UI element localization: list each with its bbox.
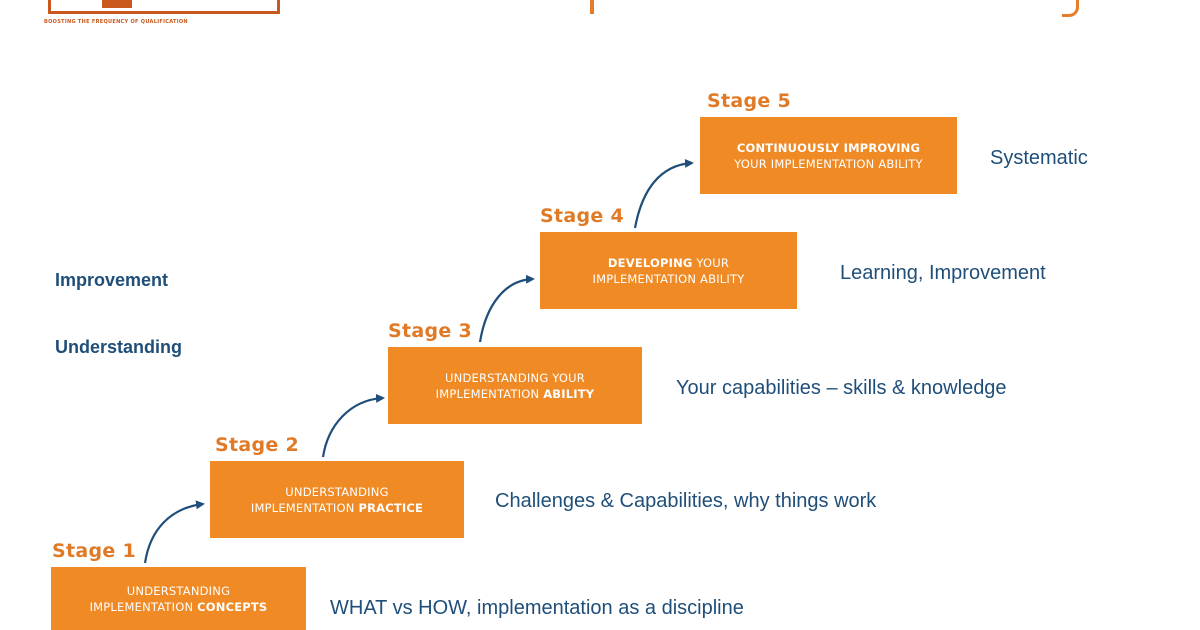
stage-2-description: Challenges & Capabilities, why things wo… xyxy=(495,490,877,512)
stage-2-box-line2: IMPLEMENTATION xyxy=(250,500,359,515)
stage-1-box-keyword: CONCEPTS xyxy=(197,599,268,614)
stage-3-box-line1: UNDERSTANDING YOUR xyxy=(445,370,585,385)
stage-5-box-keyword: CONTINUOUSLY IMPROVING xyxy=(736,140,921,155)
stage-3-box: UNDERSTANDING YOUR IMPLEMENTATION ABILIT… xyxy=(388,347,642,424)
stage-1-description: WHAT vs HOW, implementation as a discipl… xyxy=(330,597,744,619)
curved-arrow-icon xyxy=(321,393,385,458)
stage-3-description: Your capabilities – skills & knowledge xyxy=(676,377,1007,399)
stage-2-box: UNDERSTANDING IMPLEMENTATION PRACTICE xyxy=(210,461,464,538)
stage-5-box-line2: YOUR IMPLEMENTATION ABILITY xyxy=(734,156,923,171)
curved-arrow-icon xyxy=(478,274,535,343)
stage-4-description: Learning, Improvement xyxy=(840,262,1046,284)
stage-4-label: Stage 4 xyxy=(540,205,625,227)
stage-4-box: DEVELOPING YOUR IMPLEMENTATION ABILITY xyxy=(540,232,797,309)
stage-2-box-line1: UNDERSTANDING xyxy=(285,484,389,499)
stage-4-box-line1: YOUR xyxy=(692,255,730,270)
stage-3-box-line2: IMPLEMENTATION xyxy=(435,386,544,401)
side-label-improvement: Improvement xyxy=(55,270,169,290)
stage-5-box: CONTINUOUSLY IMPROVING YOUR IMPLEMENTATI… xyxy=(700,117,957,194)
stage-1-box: UNDERSTANDING IMPLEMENTATION CONCEPTS xyxy=(51,567,306,630)
stage-1-box-line1: UNDERSTANDING xyxy=(126,583,231,598)
side-label-understanding: Understanding xyxy=(55,337,183,357)
logo-bar xyxy=(102,0,132,8)
stage-4-box-keyword: DEVELOPING xyxy=(607,255,693,270)
stage-5-label: Stage 5 xyxy=(707,90,792,112)
stage-4-box-line2: IMPLEMENTATION ABILITY xyxy=(592,271,745,286)
stage-1-box-line2: IMPLEMENTATION xyxy=(89,599,198,614)
stage-1-label: Stage 1 xyxy=(52,540,137,562)
stage-2-box-keyword: PRACTICE xyxy=(358,500,424,515)
title-fragment-hook xyxy=(1062,0,1079,17)
logo xyxy=(48,0,280,14)
stage-2-label: Stage 2 xyxy=(215,434,300,456)
curved-arrow-icon xyxy=(143,500,205,564)
title-fragment xyxy=(590,0,594,14)
stage-3-box-keyword: ABILITY xyxy=(543,386,595,401)
logo-tagline: BOOSTING THE FREQUENCY OF QUALIFICATION xyxy=(44,19,188,25)
stage-3-label: Stage 3 xyxy=(388,320,473,342)
curved-arrow-icon xyxy=(633,158,694,229)
stage-5-description: Systematic xyxy=(990,147,1088,169)
